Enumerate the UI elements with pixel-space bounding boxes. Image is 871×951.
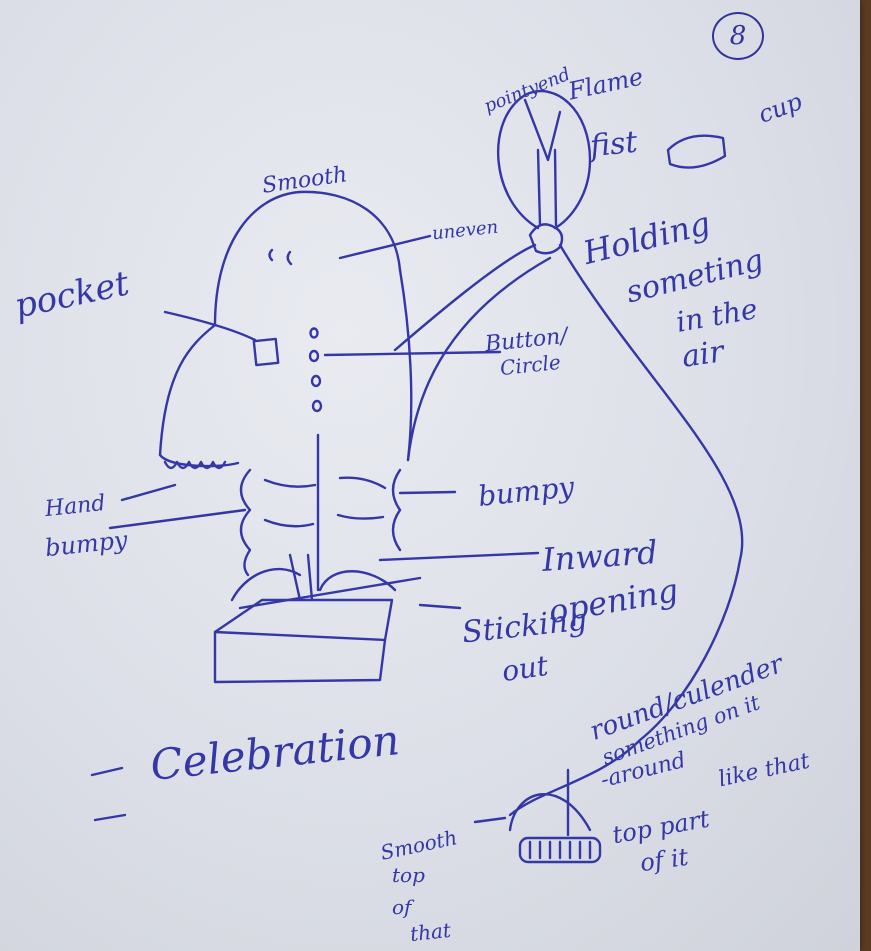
statue-head-outline [215,192,400,325]
label-smooth-top-4: that [409,920,452,944]
label-inward: Inward [541,536,658,576]
statue-body-left [160,325,215,455]
fist-sketch [530,224,562,253]
label-sticking-2: out [500,652,550,686]
label-smooth-top-2: top [392,865,425,885]
pedestal-sketch [215,600,392,682]
button-sketch [310,351,318,361]
cup-sketch [668,136,725,168]
statue-body-right [400,270,411,460]
label-button-2: Circle [499,352,561,378]
torch-outline [498,91,590,228]
button-sketch [313,401,321,411]
label-holding-4: air [680,337,726,373]
button-sketch [311,329,318,338]
label-top-part-2: of it [639,845,690,875]
pocket-sketch [254,339,278,365]
small-base-dome [510,794,590,830]
button-sketch [312,376,320,386]
label-fist: fist [589,128,639,163]
label-smooth-top-3: of [392,897,411,917]
